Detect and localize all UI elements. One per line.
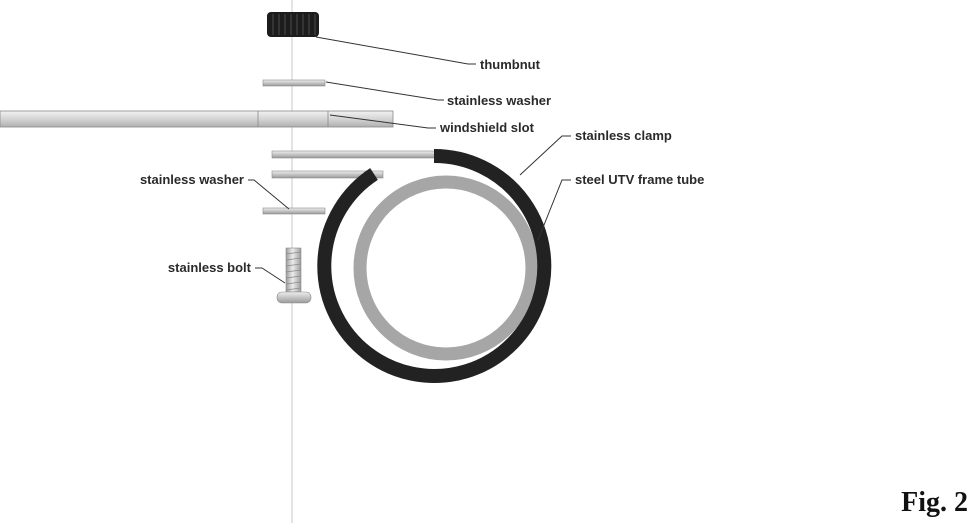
label-frame-tube: steel UTV frame tube [575, 172, 704, 187]
leader-washer-top [325, 81, 444, 101]
bolt-part [276, 247, 312, 304]
label-thumbnut: thumbnut [480, 57, 541, 72]
thumbnut-part [267, 12, 319, 37]
top-washer-part [262, 79, 326, 87]
windshield-part [0, 110, 394, 128]
label-washer-bottom: stainless washer [140, 172, 244, 187]
leader-bolt [255, 267, 286, 284]
leader-washer-bottom [248, 179, 290, 210]
bottom-washer-part [262, 207, 326, 215]
leader-frame-tube [537, 179, 571, 241]
leader-clamp [519, 135, 571, 176]
figure-label: Fig. 2 [901, 487, 968, 518]
leader-windshield-slot [329, 114, 436, 129]
leader-lines [248, 36, 571, 284]
label-washer-top: stainless washer [447, 93, 551, 108]
leader-thumbnut [315, 36, 476, 65]
frame-tube-part [353, 175, 539, 361]
label-clamp: stainless clamp [575, 128, 672, 143]
clamp-part [271, 149, 552, 383]
label-bolt: stainless bolt [168, 260, 252, 275]
label-windshield-slot: windshield slot [439, 120, 535, 135]
